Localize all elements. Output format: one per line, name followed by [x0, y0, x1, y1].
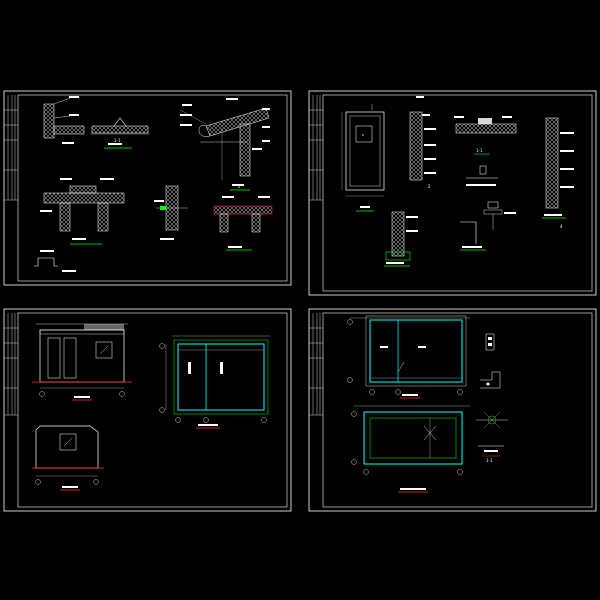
front-elevation — [32, 323, 132, 401]
section-label-1-1: 1-1 — [486, 458, 493, 463]
section-label-2: 2 — [238, 184, 241, 189]
sheet-1-roof-details: 2 — [3, 90, 292, 286]
detail-small-bracket — [34, 250, 76, 272]
sheet-4-structural-plans: 1-1 — [308, 308, 597, 512]
detail-sloped-roof-eave: 2 — [179, 98, 270, 191]
sheet-4-inner-border — [322, 312, 593, 508]
detail-panel-joint — [90, 117, 150, 149]
sheet-2-inner-border — [322, 94, 593, 292]
detail-ridge-section — [40, 178, 125, 245]
sheet-2-door-details: K 1-1 — [308, 90, 597, 296]
svg-text:K: K — [362, 133, 365, 137]
sheet-1-inner-border — [17, 94, 288, 282]
sheet-3-outer-border — [3, 308, 292, 512]
section-label-1-1: 1-1 — [476, 148, 483, 153]
door-elevation: K — [341, 104, 385, 212]
foundation-plan — [347, 315, 470, 399]
sheet-4-title-strip — [309, 313, 323, 416]
detail-column-joint — [154, 185, 188, 240]
door-wall-section — [409, 96, 436, 181]
detail-foundation-beam — [213, 196, 273, 251]
detail-wall-roof-junction — [43, 96, 85, 144]
sheet-1-outer-border — [3, 90, 292, 286]
door-sill-section — [384, 211, 418, 267]
sheet-2-title-strip — [309, 95, 323, 201]
door-header-beam: 1-1 — [454, 116, 517, 186]
roof-framing-plan — [351, 405, 470, 493]
sheet-3-elevations-and-plan — [3, 308, 292, 512]
door-lintel-detail — [460, 201, 516, 251]
side-elevation — [32, 425, 104, 491]
sheet-3-title-strip — [4, 313, 18, 416]
section-label-2: 2 — [428, 184, 431, 189]
sheet-1-title-strip — [4, 95, 18, 201]
door-jamb-section — [542, 117, 574, 219]
section-label-4: 4 — [560, 224, 563, 229]
sheet-4-outer-border — [308, 308, 597, 512]
sheet-3-inner-border — [17, 312, 288, 508]
floor-plan — [159, 335, 270, 429]
section-label-1-1: 1-1 — [114, 138, 121, 143]
connection-details: 1-1 — [476, 333, 508, 463]
sheet-2-outer-border — [308, 90, 597, 296]
